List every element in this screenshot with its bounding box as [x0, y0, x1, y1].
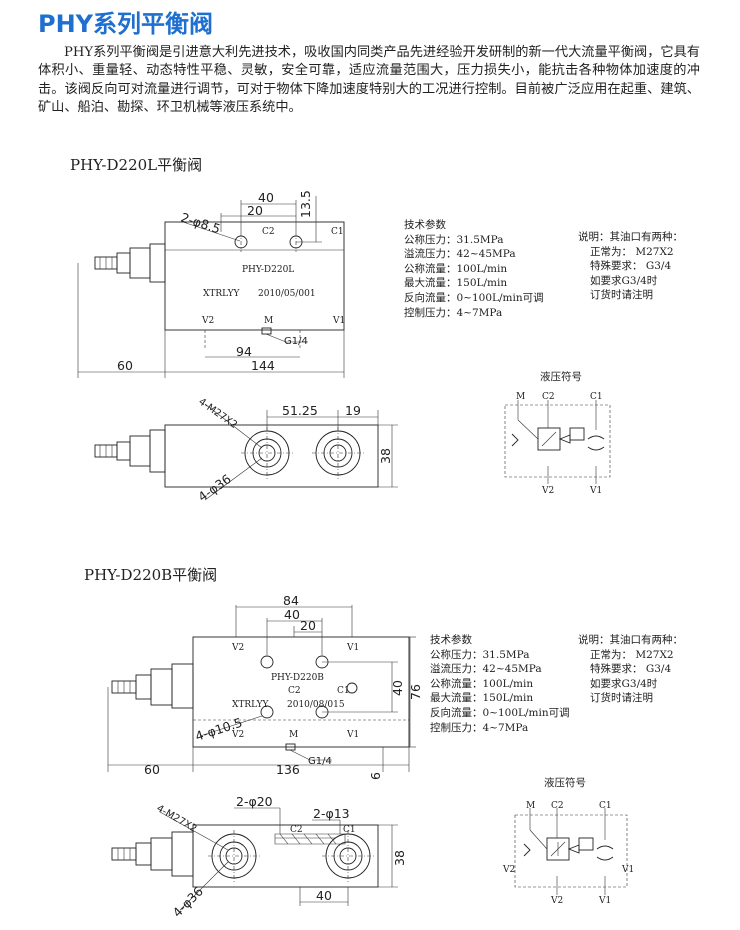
- param-row: 公称流量：100L/min: [430, 677, 534, 690]
- port-v2: V2: [201, 316, 214, 326]
- section-heading-d220b: PHY-D220B平衡阀: [84, 566, 218, 584]
- symbol-port-m: M: [526, 801, 535, 811]
- notes-d220l: 说明：其油口有两种： 正常为： M27X2 特殊要求： G3/4 如要求G3/4…: [578, 230, 683, 303]
- params-d220b: 技术参数 公称压力：31.5MPa 溢流压力：42~45MPa 公称流量：100…: [430, 633, 570, 735]
- dim-g14: G1/4: [308, 756, 332, 767]
- port-v2: V2: [231, 643, 244, 653]
- dim-76: 76: [408, 684, 423, 700]
- dim-38: 38: [392, 850, 407, 866]
- params-title: 技术参数: [430, 634, 472, 646]
- symbol-port-m: M: [516, 392, 525, 402]
- port-v1: V1: [332, 316, 345, 326]
- param-row: 公称流量：100L/min: [404, 262, 508, 275]
- port-c2: C2: [290, 825, 303, 835]
- param-row: 控制压力：4~7MPa: [430, 721, 529, 734]
- dim-94: 94: [236, 344, 252, 359]
- param-row: 溢流压力：42~45MPa: [430, 663, 542, 676]
- dim-40: 40: [284, 607, 300, 622]
- param-row: 反向流量：0~100L/min可调: [430, 706, 570, 719]
- note-row: 说明：其油口有两种：: [578, 634, 683, 646]
- symbol-port-v2: V2: [541, 486, 554, 496]
- dim-20: 20: [300, 618, 316, 633]
- port-m: M: [289, 730, 298, 740]
- symbol-port-c1: C1: [599, 801, 612, 811]
- dim-40: 40: [258, 190, 274, 205]
- param-row: 反向流量：0~100L/min可调: [404, 291, 544, 304]
- symbol-port-c2: C2: [551, 801, 564, 811]
- stamp-date: 2010/08/015: [287, 700, 345, 710]
- port-c1: C1: [343, 825, 356, 835]
- symbol-port-v1-bottom: V1: [598, 896, 611, 906]
- symbol-title-d220l: 液压符号: [540, 371, 582, 383]
- stamp-model: PHY-D220B: [271, 673, 324, 683]
- note-row: 特殊要求： G3/4: [590, 260, 672, 273]
- dim-136: 136: [276, 762, 300, 777]
- dim-40v: 40: [390, 680, 405, 696]
- port-m: M: [264, 316, 273, 326]
- stamp-model: PHY-D220L: [242, 265, 294, 275]
- notes-d220b: 说明：其油口有两种： 正常为： M27X2 特殊要求： G3/4 如要求G3/4…: [578, 633, 683, 706]
- note-row: 特殊要求： G3/4: [590, 663, 672, 676]
- symbol-port-v2-bottom: V2: [550, 896, 563, 906]
- symbol-port-v1: V1: [621, 865, 634, 875]
- port-v2-bottom: V2: [231, 730, 244, 740]
- params-title: 技术参数: [404, 219, 446, 231]
- note-row: 订货时请注明: [590, 289, 653, 302]
- port-v1: V1: [346, 643, 359, 653]
- dim-phi20: 2-φ20: [236, 794, 273, 809]
- note-row: 正常为： M27X2: [590, 648, 674, 661]
- dim-13-5: 13.5: [298, 190, 313, 218]
- params-d220l: 技术参数 公称压力：31.5MPa 溢流压力：42~45MPa 公称流量：100…: [404, 218, 544, 320]
- dim-phi13: 2-φ13: [313, 806, 350, 821]
- param-row: 最大流量：150L/min: [430, 692, 534, 705]
- dim-6: 6: [368, 772, 383, 780]
- port-c2: C2: [262, 227, 275, 237]
- dim-g14: G1/4: [284, 336, 308, 347]
- param-row: 最大流量：150L/min: [404, 277, 508, 290]
- param-row: 公称压力：31.5MPa: [404, 233, 504, 246]
- stamp-maker: XTRLYY: [232, 700, 270, 710]
- port-v1-bottom: V1: [346, 730, 359, 740]
- symbol-port-c1: C1: [590, 392, 603, 402]
- note-row: 订货时请注明: [590, 692, 653, 705]
- port-c2: C2: [288, 686, 301, 696]
- note-row: 如要求G3/4时: [590, 274, 658, 287]
- dim-51-25: 51.25: [282, 403, 318, 418]
- dim-20: 20: [247, 203, 263, 218]
- dim-84: 84: [283, 593, 299, 608]
- port-c1: C1: [331, 227, 344, 237]
- dim-19: 19: [345, 403, 361, 418]
- symbol-port-c2: C2: [542, 392, 555, 402]
- symbol-title-d220b: 液压符号: [544, 777, 586, 789]
- intro-paragraph: PHY系列平衡阀是引进意大利先进技术，吸收国内同类产品先进经验开发研制的新一代大…: [38, 45, 700, 116]
- stamp-date: 2010/05/001: [258, 289, 316, 299]
- param-row: 公称压力：31.5MPa: [430, 648, 530, 661]
- dim-38: 38: [378, 448, 393, 464]
- note-row: 说明：其油口有两种：: [578, 231, 683, 243]
- page-title: PHY系列平衡阀: [38, 10, 214, 38]
- symbol-port-v2: V2: [502, 865, 515, 875]
- dim-144: 144: [251, 358, 275, 373]
- port-c1: C1: [337, 686, 350, 696]
- stamp-maker: XTRLYY: [203, 289, 241, 299]
- dim-60: 60: [117, 358, 133, 373]
- param-row: 溢流压力：42~45MPa: [404, 248, 516, 261]
- section-heading-d220l: PHY-D220L平衡阀: [70, 156, 203, 174]
- dim-60: 60: [144, 762, 160, 777]
- param-row: 控制压力：4~7MPa: [404, 306, 503, 319]
- symbol-port-v1: V1: [589, 486, 602, 496]
- note-row: 如要求G3/4时: [590, 677, 658, 690]
- note-row: 正常为： M27X2: [590, 245, 674, 258]
- dim-40b: 40: [316, 888, 332, 903]
